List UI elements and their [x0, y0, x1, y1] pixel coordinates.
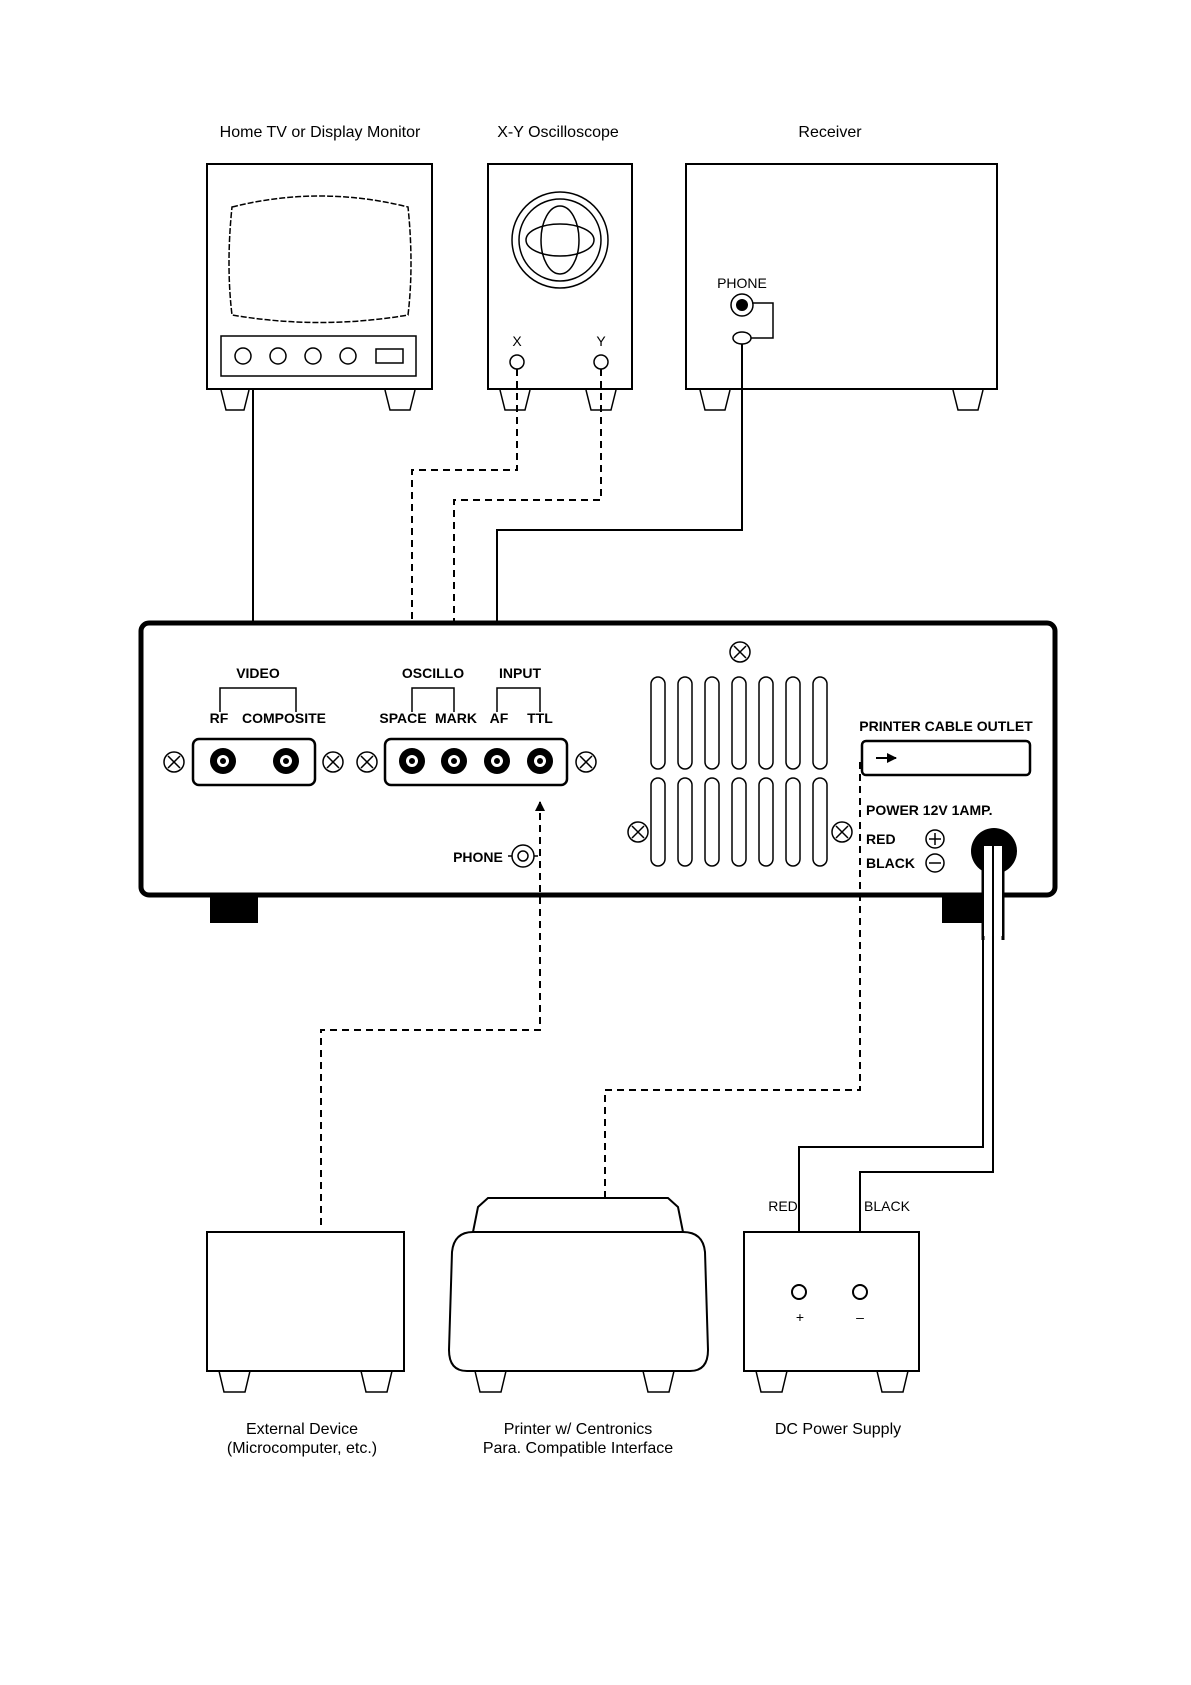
external-caption-line2: (Microcomputer, etc.) [227, 1440, 377, 1457]
receiver-phone-label: PHONE [717, 275, 767, 291]
panel-black-label: BLACK [866, 855, 915, 871]
positive-terminal [792, 1285, 806, 1299]
x-jack-label: X [512, 333, 522, 349]
ttl-jack [527, 748, 553, 774]
printer-caption-line2: Para. Compatible Interface [483, 1440, 673, 1457]
mark-label: MARK [435, 710, 477, 726]
video-label: VIDEO [236, 665, 280, 681]
dc-power-supply: RED BLACK + – [744, 1198, 919, 1392]
xy-oscilloscope: X Y [488, 164, 632, 410]
panel-phone-label: PHONE [453, 849, 503, 865]
input-label: INPUT [499, 665, 541, 681]
oscillo-x-cable [412, 369, 517, 654]
external-device [207, 1232, 404, 1392]
foot [221, 390, 249, 410]
plus-sign: + [796, 1309, 804, 1325]
foot [385, 390, 415, 410]
rf-label: RF [210, 710, 229, 726]
receiver: PHONE [686, 164, 997, 410]
printer [449, 1198, 708, 1392]
tv-monitor [207, 164, 432, 410]
af-jack [484, 748, 510, 774]
foot [500, 390, 530, 410]
y-jack-label: Y [596, 333, 606, 349]
foot [953, 390, 983, 410]
panel-red-label: RED [866, 831, 896, 847]
oscillo-y-cable [454, 369, 601, 654]
psu-black-label: BLACK [864, 1198, 911, 1214]
scope-caption: X-Y Oscilloscope [497, 124, 619, 141]
foot [210, 897, 258, 923]
tv-caption: Home TV or Display Monitor [220, 124, 421, 141]
psu-caption: DC Power Supply [775, 1421, 901, 1438]
receiver-caption: Receiver [798, 124, 862, 141]
printer-caption-line1: Printer w/ Centronics [504, 1421, 653, 1438]
foot [700, 390, 730, 410]
main-unit-rear-panel: VIDEO RF COMPOSITE OSCILLO INPUT SPACE M… [141, 623, 1055, 923]
psu-red-label: RED [768, 1198, 798, 1214]
negative-terminal [853, 1285, 867, 1299]
external-caption-line1: External Device [246, 1421, 358, 1438]
space-jack [399, 748, 425, 774]
af-label: AF [490, 710, 509, 726]
composite-label: COMPOSITE [242, 710, 326, 726]
oscillo-label: OSCILLO [402, 665, 464, 681]
minus-sign: – [856, 1309, 864, 1325]
printer-outlet-label: PRINTER CABLE OUTLET [859, 718, 1033, 734]
space-label: SPACE [379, 710, 426, 726]
ttl-label: TTL [527, 710, 553, 726]
mark-jack [441, 748, 467, 774]
power-label: POWER 12V 1AMP. [866, 802, 993, 818]
